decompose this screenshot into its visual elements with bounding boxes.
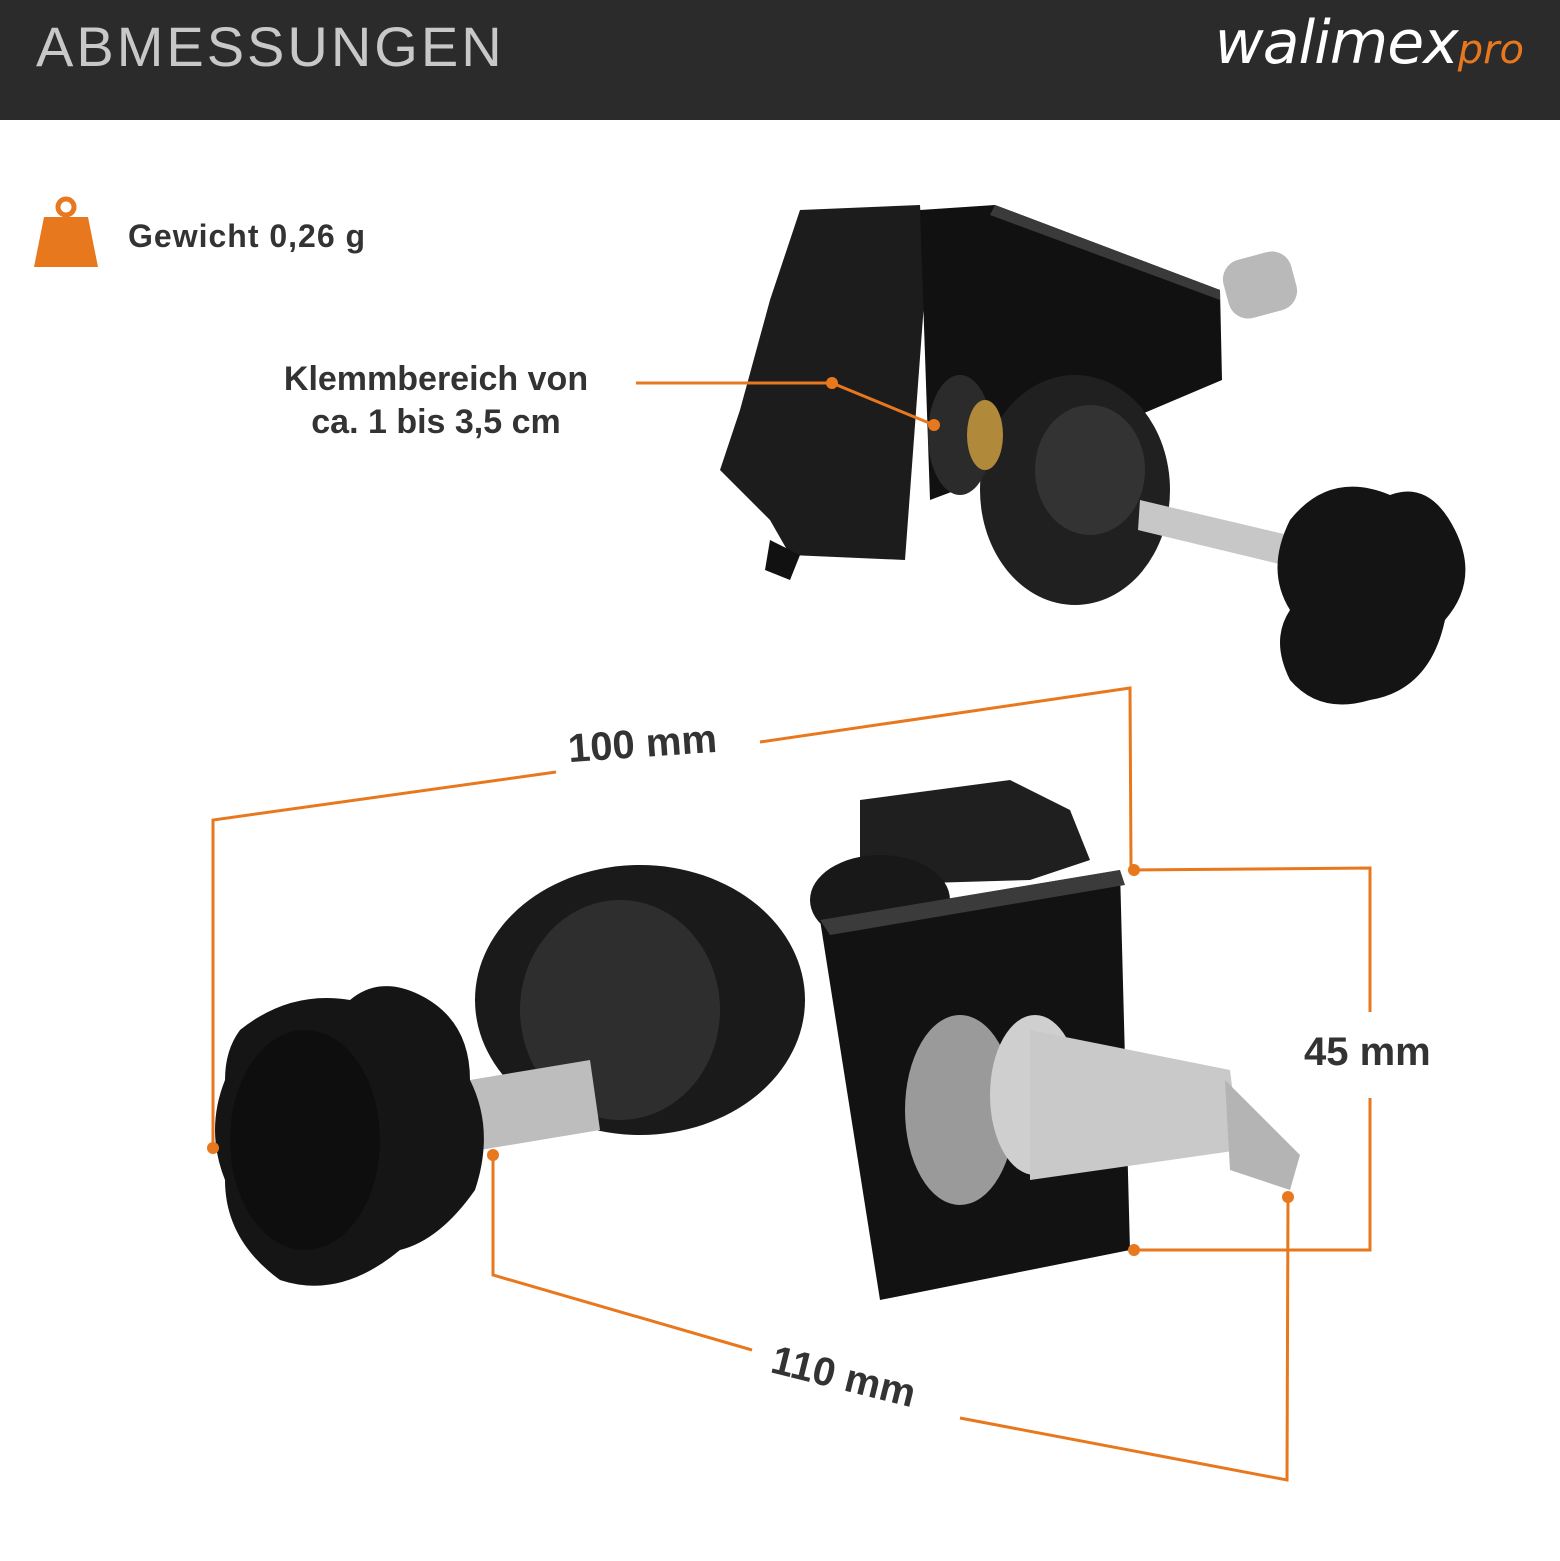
dimension-110mm-lines	[487, 1149, 1294, 1482]
clamp-range-leader	[636, 377, 940, 431]
page-title: ABMESSUNGEN	[36, 15, 505, 78]
clamp-range-line1: Klemmbereich von	[283, 360, 589, 398]
dimension-45mm-label: 45 mm	[1304, 1030, 1431, 1074]
weight-icon	[34, 196, 98, 267]
dimension-45mm-lines	[1128, 866, 1372, 1256]
brand-logo: walimexpro	[1215, 8, 1524, 78]
logo-main-text: walimex	[1214, 8, 1459, 78]
logo-pro-text: pro	[1457, 27, 1524, 73]
clamp-range-label: Klemmbereich von ca. 1 bis 3,5 cm	[250, 358, 622, 444]
clamp-bottom-view	[215, 780, 1300, 1300]
weight-spec: Gewicht 0,26 g	[128, 218, 367, 254]
clamp-range-line2: ca. 1 bis 3,5 cm	[311, 403, 561, 441]
clamp-top-view	[720, 205, 1466, 705]
header-bar: ABMESSUNGEN walimexpro	[0, 0, 1560, 120]
